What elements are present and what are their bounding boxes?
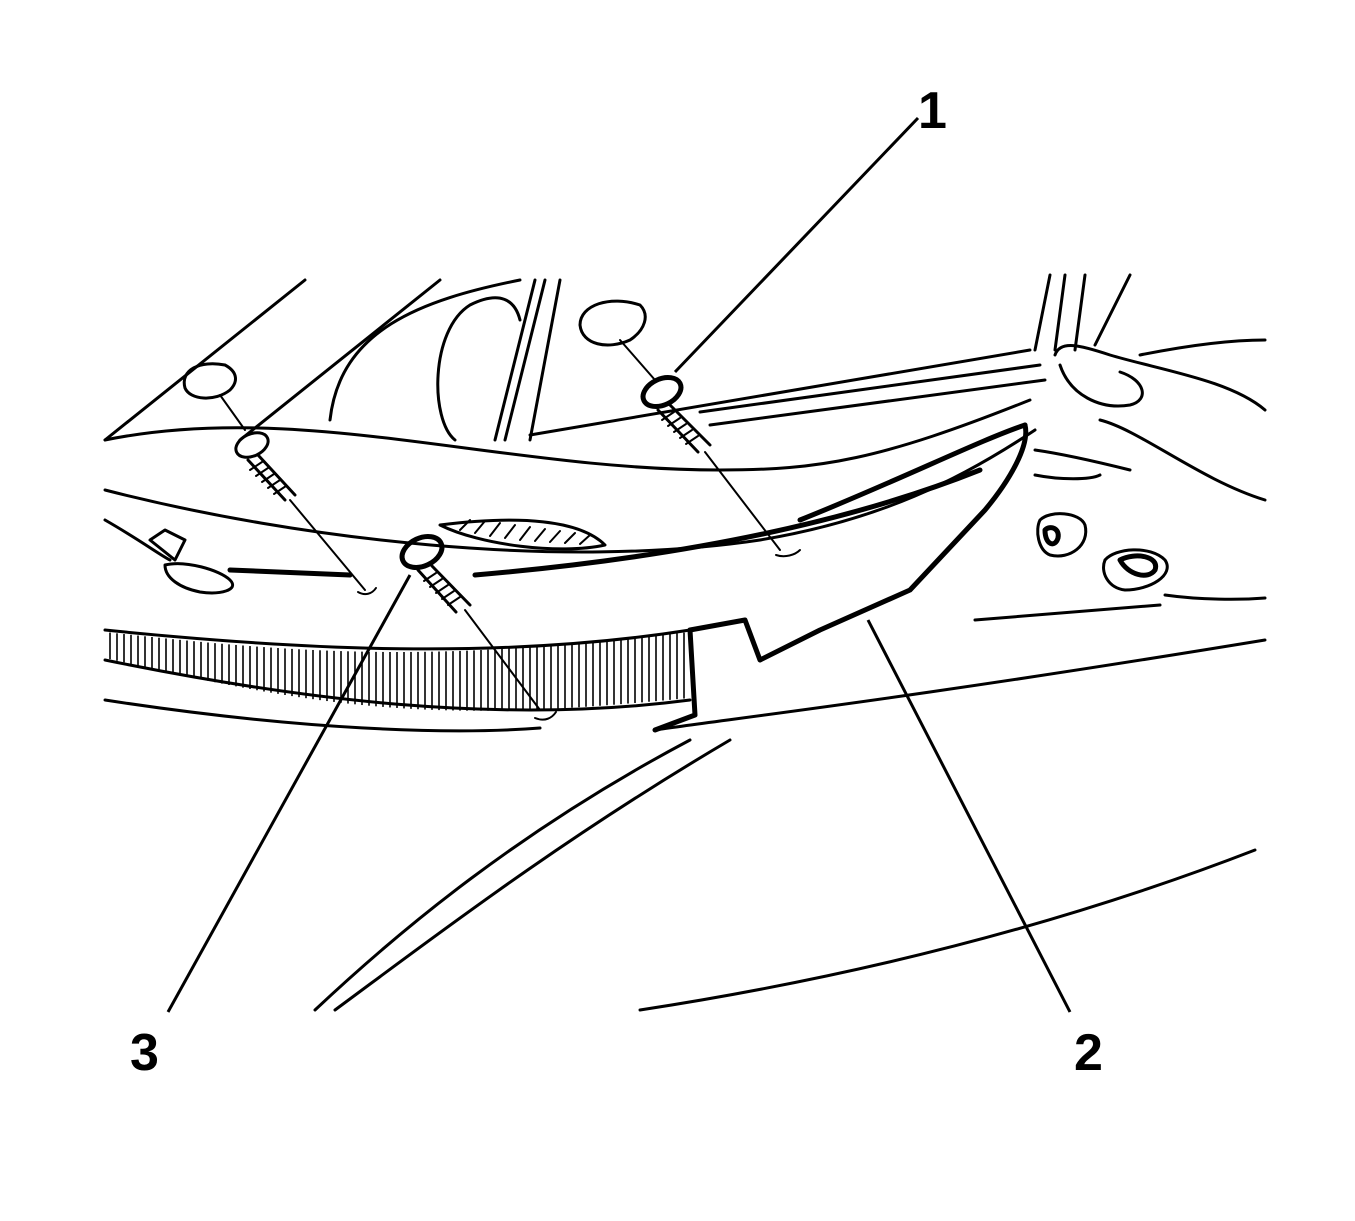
fastener-3 [357,534,557,721]
fastener-1 [619,339,801,558]
right-hand [1033,338,1267,601]
leader-line-3 [166,574,412,1013]
screw-caps [182,299,647,400]
vehicle-body-outline [103,273,1132,442]
hatched-seal [103,628,692,712]
callout-labels: 1 2 3 [130,82,1103,1082]
leader-line-1 [673,116,920,374]
leader-line-2 [866,619,1072,1013]
cowl-panel [103,422,1267,1012]
callout-2: 2 [1074,1024,1103,1082]
fastener-left [219,394,366,591]
callout-3: 3 [130,1024,159,1082]
callout-leaders [166,116,1072,1013]
cowl-vent-grille [438,518,607,551]
windshield-seal-strip [103,398,1037,578]
seal-hatching [109,632,685,711]
callout-1: 1 [918,82,947,140]
left-hand [103,518,234,595]
